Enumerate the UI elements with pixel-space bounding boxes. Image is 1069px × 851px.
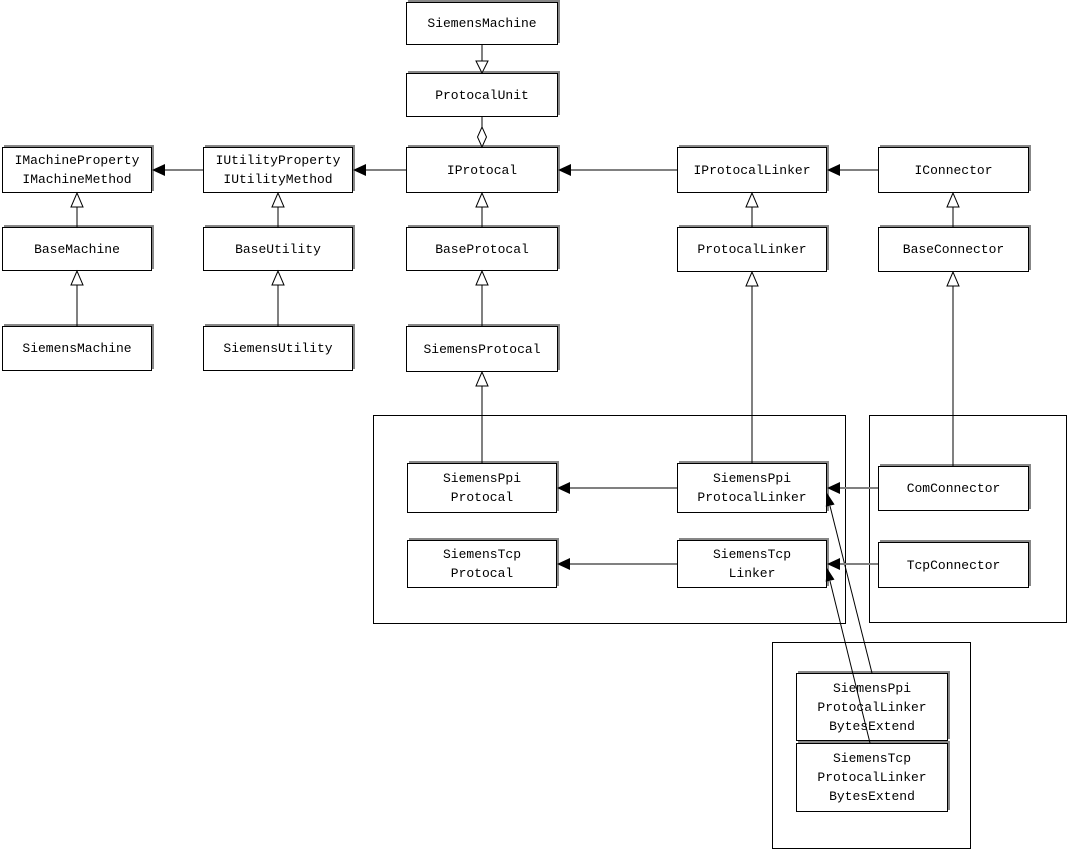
class-label: ProtocalLinker: [697, 242, 807, 257]
class-label: Protocal: [450, 490, 514, 505]
class-label: SiemensTcp: [442, 547, 521, 562]
class-box-siemensmachine-top[interactable]: SiemensMachine: [406, 2, 558, 45]
class-label: BaseConnector: [902, 242, 1005, 257]
class-box-iprotocallinker[interactable]: IProtocalLinker: [677, 147, 827, 193]
class-box-siemensmachine[interactable]: SiemensMachine: [2, 326, 152, 371]
class-box-siemensppiprotocallinker[interactable]: SiemensPpi ProtocalLinker: [677, 463, 827, 513]
class-label: SiemensMachine: [427, 16, 537, 31]
class-box-protocalunit[interactable]: ProtocalUnit: [406, 73, 558, 117]
hollow-triangle-up-icon: [70, 191, 84, 208]
class-box-siemensprotocal[interactable]: SiemensProtocal: [406, 326, 558, 372]
class-label: SiemensTcp: [712, 547, 791, 562]
class-label: ProtocalUnit: [435, 87, 529, 103]
class-box-siemensutility[interactable]: SiemensUtility: [203, 326, 353, 371]
class-box-protocallinker[interactable]: ProtocalLinker: [677, 227, 827, 272]
class-box-baseprotocal[interactable]: BaseProtocal: [406, 227, 558, 271]
class-label: BytesExtend: [829, 789, 915, 804]
hollow-triangle-up-icon: [745, 191, 759, 208]
hollow-triangle-up-icon: [946, 270, 960, 287]
hollow-triangle-up-icon: [475, 370, 489, 387]
group-box-connectors[interactable]: [869, 415, 1067, 623]
class-box-imachineproperty-imachinemethod[interactable]: IMachineProperty IMachineMethod: [2, 147, 152, 193]
class-label: IProtocalLinker: [693, 162, 811, 178]
class-label: Linker: [728, 566, 776, 581]
class-box-comconnector[interactable]: ComConnector: [878, 466, 1029, 511]
hollow-triangle-down-icon: [475, 60, 489, 75]
hollow-diamond-aggregation-icon: [476, 125, 488, 149]
class-label: SiemensPpi: [712, 471, 791, 486]
class-label: SiemensMachine: [22, 341, 132, 356]
class-label: Protocal: [450, 566, 514, 581]
hollow-triangle-up-icon: [946, 191, 960, 208]
class-label: BaseUtility: [235, 241, 321, 257]
hollow-triangle-up-icon: [271, 191, 285, 208]
hollow-triangle-up-icon: [271, 269, 285, 286]
class-label: IConnector: [914, 162, 993, 178]
class-label: IMachineMethod: [22, 172, 132, 187]
class-box-baseconnector[interactable]: BaseConnector: [878, 227, 1029, 272]
class-label: BaseMachine: [34, 241, 120, 257]
class-label: SiemensPpi: [442, 471, 521, 486]
hollow-triangle-up-icon: [70, 269, 84, 286]
hollow-triangle-up-icon: [745, 270, 759, 287]
group-box-siemens-protocal-linker[interactable]: [373, 415, 846, 624]
filled-arrow-left-icon: [827, 164, 840, 176]
hollow-triangle-up-icon: [475, 269, 489, 286]
class-label: BytesExtend: [829, 718, 915, 734]
filled-arrow-left-icon: [353, 164, 366, 176]
class-label: IMachineProperty: [14, 153, 140, 168]
filled-arrow-left-icon: [152, 164, 165, 176]
class-label: ComConnector: [906, 481, 1001, 496]
class-label: ProtocalLinker: [817, 699, 927, 715]
class-box-tcpconnector[interactable]: TcpConnector: [878, 542, 1029, 588]
class-box-basemachine[interactable]: BaseMachine: [2, 227, 152, 271]
class-label: IUtilityMethod: [223, 172, 333, 187]
class-box-iutilityproperty-iutilitymethod[interactable]: IUtilityProperty IUtilityMethod: [203, 147, 353, 193]
class-label: BaseProtocal: [435, 241, 529, 257]
class-label: TcpConnector: [906, 557, 1001, 573]
class-label: ProtocalLinker: [817, 770, 927, 785]
class-box-siemensppiprotocal[interactable]: SiemensPpi Protocal: [407, 463, 557, 513]
class-label: IUtilityProperty: [215, 153, 341, 168]
class-label: SiemensUtility: [223, 341, 333, 356]
class-box-iconnector[interactable]: IConnector: [878, 147, 1029, 193]
class-box-siemenstcplinker[interactable]: SiemensTcp Linker: [677, 540, 827, 588]
class-box-baseutility[interactable]: BaseUtility: [203, 227, 353, 271]
class-box-siemenstcpprotocal[interactable]: SiemensTcp Protocal: [407, 540, 557, 588]
class-label: ProtocalLinker: [697, 490, 807, 505]
class-label: SiemensTcp: [832, 751, 911, 766]
class-label: SiemensProtocal: [423, 341, 541, 357]
class-box-siemensppiprotocallinkerbytesextend[interactable]: SiemensPpi ProtocalLinker BytesExtend: [796, 673, 948, 741]
class-label: IProtocal: [446, 162, 518, 178]
class-label: SiemensPpi: [832, 680, 911, 696]
filled-arrow-left-icon: [558, 164, 571, 176]
class-box-siemenstcpprotocallinkerbytesextend[interactable]: SiemensTcp ProtocalLinker BytesExtend: [796, 743, 948, 812]
hollow-triangle-up-icon: [475, 191, 489, 208]
class-box-iprotocal[interactable]: IProtocal: [406, 147, 558, 193]
